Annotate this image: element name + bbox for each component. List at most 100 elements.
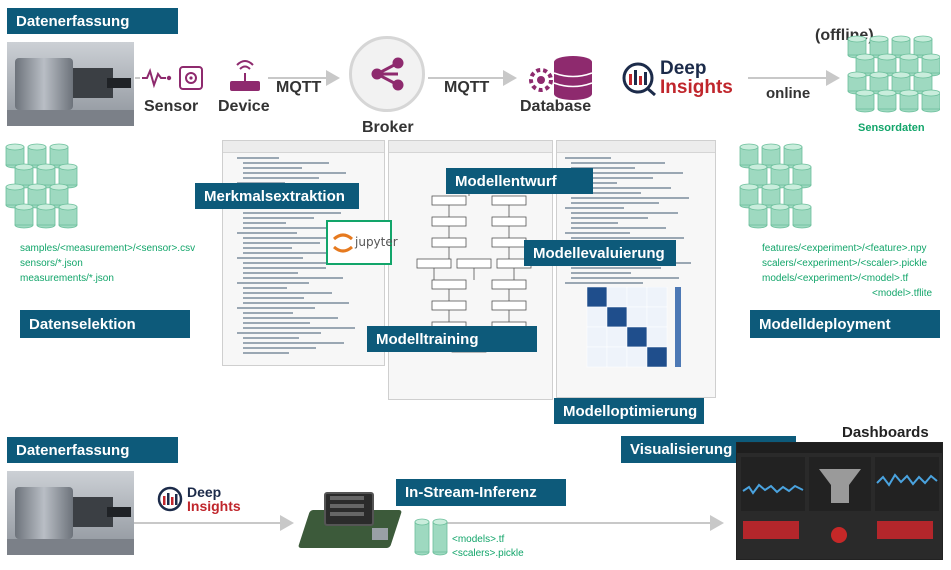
code-line bbox=[571, 217, 648, 219]
cylinder-shape bbox=[58, 203, 78, 229]
code-line bbox=[243, 262, 354, 264]
tag-modelldeployment: Modelldeployment bbox=[750, 310, 940, 338]
device-router-icon bbox=[230, 60, 260, 91]
code-line bbox=[243, 242, 320, 244]
code-line bbox=[565, 157, 611, 159]
heatmap-cell bbox=[646, 306, 668, 328]
tag-modelltraining: Modelltraining bbox=[367, 326, 537, 352]
path-scalers: scalers/<experiment>/<scaler>.pickle bbox=[762, 258, 928, 269]
dashboard-screenshot bbox=[736, 442, 943, 560]
broker-share-icon bbox=[371, 57, 404, 91]
sensordaten-label: Sensordaten bbox=[858, 122, 925, 134]
code-line bbox=[243, 352, 289, 354]
heatmap-cell bbox=[606, 306, 628, 328]
code-line bbox=[243, 277, 343, 279]
code-line bbox=[243, 247, 293, 249]
code-line bbox=[243, 227, 331, 229]
cylinder-shape bbox=[770, 203, 790, 229]
tag-datenerfassung-bottom: Datenerfassung bbox=[7, 437, 178, 463]
path-measurements: measurements/*.json bbox=[20, 273, 114, 284]
heatmap-colorbar bbox=[675, 287, 681, 367]
deep-insights-word-deep: Deep bbox=[660, 58, 707, 79]
code-line bbox=[243, 237, 348, 239]
code-line bbox=[571, 267, 661, 269]
heatmap-cell bbox=[626, 287, 648, 308]
code-line bbox=[243, 212, 342, 214]
code-line bbox=[243, 327, 355, 329]
code-line bbox=[243, 172, 347, 174]
code-line bbox=[243, 167, 302, 169]
sensordaten-cylinders-icon bbox=[847, 35, 940, 113]
dashboard-alert-left bbox=[743, 521, 799, 539]
code-line bbox=[237, 307, 315, 309]
code-line bbox=[571, 172, 683, 174]
cylinder-shape bbox=[49, 183, 69, 209]
data-cylinders-right-icon bbox=[739, 143, 812, 229]
online-label: online bbox=[766, 85, 811, 102]
dashboards-label: Dashboards bbox=[842, 424, 929, 441]
code-line bbox=[243, 317, 338, 319]
dashboard-panel-left bbox=[741, 457, 805, 511]
code-line bbox=[571, 227, 666, 229]
code-line bbox=[243, 342, 344, 344]
code-line bbox=[571, 187, 672, 189]
code-line bbox=[237, 332, 321, 334]
tag-modelloptimierung: Modelloptimierung bbox=[554, 398, 704, 424]
code-line bbox=[571, 177, 653, 179]
cylinder-shape bbox=[5, 183, 25, 209]
tag-datenerfassung-top: Datenerfassung bbox=[7, 8, 178, 34]
code-line bbox=[243, 322, 311, 324]
path-samples: samples/<measurement>/<sensor>.csv bbox=[20, 243, 196, 254]
tag-merkmalsextraktion: Merkmalsextraktion bbox=[195, 183, 359, 209]
cylinder-shape bbox=[414, 518, 430, 556]
graph-node bbox=[456, 258, 492, 269]
cylinder-shape bbox=[770, 163, 790, 189]
jupyter-icon bbox=[333, 233, 353, 253]
deep-insights-word-insights-bottom: Insights bbox=[187, 498, 241, 514]
deep-insights-logo-icon-bottom bbox=[157, 486, 183, 512]
cylinder-shape bbox=[921, 89, 940, 113]
cylinder-shape bbox=[877, 89, 897, 113]
motor-image-top bbox=[7, 42, 134, 126]
sensor-icon bbox=[142, 66, 203, 90]
cylinder-shape bbox=[792, 203, 812, 229]
cylinder-shape bbox=[899, 89, 919, 113]
heatmap-cell bbox=[646, 346, 668, 368]
database-icon bbox=[529, 56, 593, 100]
tag-modellevaluierung: Modellevaluierung bbox=[524, 240, 676, 266]
code-line bbox=[243, 292, 332, 294]
broker-circle bbox=[349, 36, 425, 112]
heatmap-cell bbox=[586, 326, 608, 348]
code-line bbox=[571, 237, 685, 239]
tag-in-stream-inferenz: In-Stream-Inferenz bbox=[396, 479, 566, 506]
code-line bbox=[243, 222, 287, 224]
heatmap-cell bbox=[606, 326, 628, 348]
graph-node bbox=[491, 300, 527, 311]
deep-insights-logo-bottom: Deep Insights bbox=[156, 483, 256, 519]
code-line bbox=[571, 222, 618, 224]
dashboard-alert-right bbox=[877, 521, 933, 539]
code-line bbox=[243, 287, 288, 289]
heatmap-cell bbox=[626, 346, 648, 368]
graph-node bbox=[491, 195, 527, 206]
code-line bbox=[243, 312, 294, 314]
code-line bbox=[243, 272, 299, 274]
deep-insights-logo-top: Deep Insights bbox=[620, 56, 740, 98]
code-line bbox=[243, 337, 300, 339]
code-line bbox=[571, 202, 660, 204]
heatmap-cell bbox=[586, 346, 608, 368]
graph-node bbox=[431, 279, 467, 290]
heatmap-cell bbox=[626, 326, 648, 348]
jupyter-label: jupyter bbox=[355, 235, 398, 249]
mqtt-label-2: MQTT bbox=[444, 79, 490, 96]
path-tflite: <model>.tflite bbox=[872, 288, 933, 299]
code-line bbox=[571, 197, 690, 199]
cylinder-shape bbox=[748, 203, 768, 229]
graph-node bbox=[431, 195, 467, 206]
deep-insights-logo-icon bbox=[622, 62, 656, 96]
cylinder-shape bbox=[432, 518, 448, 556]
cylinder-shape bbox=[27, 143, 47, 169]
code-line bbox=[243, 267, 326, 269]
jupyter-logo-box: jupyter bbox=[326, 220, 398, 265]
